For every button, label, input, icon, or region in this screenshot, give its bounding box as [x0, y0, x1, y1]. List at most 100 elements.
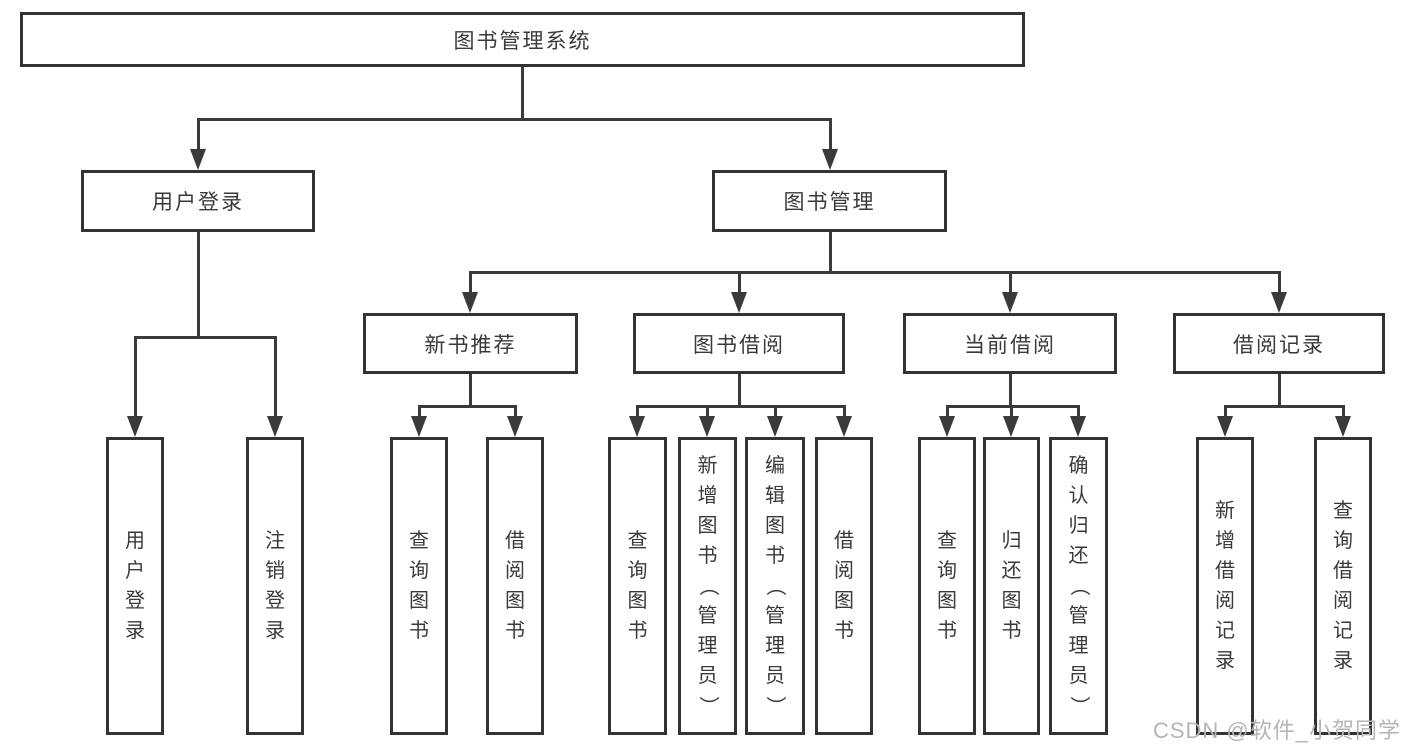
node-label-char: 辑 — [765, 485, 785, 507]
node-label-char: 确 — [1068, 455, 1089, 477]
connector-shaft — [1009, 406, 1013, 418]
connector-shaft — [513, 406, 517, 418]
node-label-char: 户 — [125, 560, 145, 582]
connector-shaft — [773, 406, 777, 418]
node-label-char: （ — [1067, 576, 1090, 596]
node-label-char: 书 — [505, 620, 525, 642]
node-label: 确认归还（管理员） — [1052, 440, 1105, 732]
node-label-char: 阅 — [834, 560, 854, 582]
node-label: 借阅记录 — [1233, 333, 1325, 357]
connector-shaft — [196, 119, 200, 151]
arrowhead-down-icon — [411, 416, 427, 437]
node-label-char: 书 — [937, 620, 957, 642]
node-label-char: 员 — [697, 665, 718, 687]
node-label-char: 管 — [697, 605, 718, 627]
connector-shaft — [1076, 406, 1080, 418]
node-label-char: ） — [696, 696, 719, 716]
connector-shaft — [737, 272, 741, 294]
arrowhead-down-icon — [836, 416, 852, 437]
node-label-char: 图 — [834, 590, 854, 612]
node-book-management-module: 图书管理 — [712, 170, 947, 232]
node-label: 查询图书 — [611, 440, 664, 732]
node-label-char: 管 — [765, 605, 785, 627]
node-label-char: 记 — [1333, 620, 1353, 642]
node-leaf-return-book: 归还图书 — [983, 437, 1040, 735]
node-label: 图书管理 — [783, 191, 876, 214]
connector-stem — [1008, 374, 1012, 406]
node-leaf-borrow-book-borrowing: 借阅图书 — [815, 437, 873, 735]
node-label-char: 理 — [765, 635, 785, 657]
node-label-char: 登 — [125, 590, 145, 612]
connector-stem — [737, 374, 741, 406]
arrowhead-down-icon — [267, 416, 283, 437]
connector-shaft — [828, 119, 832, 151]
connector-shaft — [1008, 272, 1012, 294]
node-label-char: 记 — [1215, 620, 1235, 642]
node-label-char: 图 — [937, 590, 957, 612]
node-leaf-user-login: 用户登录 — [106, 437, 164, 735]
node-label-char: （ — [764, 576, 786, 596]
node-label-char: 书 — [765, 545, 785, 567]
node-label-char: 新 — [697, 455, 718, 477]
connector-branch — [196, 117, 832, 121]
node-leaf-query-book-borrowing: 查询图书 — [608, 437, 667, 735]
node-root: 图书管理系统 — [20, 12, 1025, 67]
node-current-borrowing: 当前借阅 — [903, 313, 1117, 374]
node-label-char: 新 — [1215, 500, 1235, 522]
node-label-char: 登 — [265, 590, 285, 612]
node-label: 借阅图书 — [489, 440, 541, 732]
node-label-char: 归 — [1068, 515, 1089, 537]
node-label-char: 增 — [1215, 530, 1235, 552]
node-label-char: 询 — [937, 560, 957, 582]
node-label-char: 书 — [697, 545, 718, 567]
node-label-char: 编 — [765, 455, 785, 477]
arrowhead-down-icon — [731, 292, 747, 313]
node-label-char: 销 — [265, 560, 285, 582]
node-label-char: 增 — [697, 485, 718, 507]
node-label-char: 还 — [1068, 545, 1089, 567]
connector-shaft — [468, 272, 472, 294]
node-label-char: 图 — [627, 590, 648, 612]
node-label: 用户登录 — [109, 440, 161, 732]
node-label-char: 还 — [1001, 560, 1022, 582]
connector-shaft — [273, 337, 277, 418]
node-leaf-query-borrow-record: 查询借阅记录 — [1314, 437, 1372, 735]
node-label: 归还图书 — [986, 440, 1037, 732]
connector-shaft — [842, 406, 846, 418]
node-label: 图书管理系统 — [453, 29, 592, 53]
node-label-char: 图 — [409, 590, 429, 612]
connector-shaft — [1277, 272, 1281, 294]
connector-shaft — [417, 406, 421, 418]
node-label-char: 录 — [1333, 650, 1353, 672]
node-label: 图书借阅 — [693, 333, 785, 357]
connector-stem — [1277, 374, 1281, 406]
node-label-char: 书 — [1001, 620, 1022, 642]
node-label-char: 查 — [937, 530, 957, 552]
arrowhead-down-icon — [507, 416, 523, 437]
node-leaf-add-book-admin: 新增图书（管理员） — [678, 437, 737, 735]
node-label-char: 用 — [125, 530, 145, 552]
node-label-char: 阅 — [505, 560, 525, 582]
arrowhead-down-icon — [127, 416, 143, 437]
node-label-char: 查 — [627, 530, 648, 552]
node-label-char: 借 — [505, 530, 525, 552]
arrowhead-down-icon — [629, 416, 645, 437]
arrowhead-down-icon — [767, 416, 783, 437]
node-label-char: 阅 — [1333, 590, 1353, 612]
node-label-char: ） — [1067, 696, 1090, 716]
node-label-char: 理 — [1068, 635, 1089, 657]
node-label-char: 认 — [1068, 485, 1089, 507]
node-label-char: 归 — [1001, 530, 1022, 552]
connector-stem — [520, 67, 524, 119]
node-label: 编辑图书（管理员） — [748, 440, 802, 732]
node-label: 当前借阅 — [964, 333, 1056, 357]
node-new-book-recommend: 新书推荐 — [363, 313, 578, 374]
arrowhead-down-icon — [190, 149, 206, 170]
node-label-char: 借 — [1333, 560, 1353, 582]
node-label-char: 查 — [1333, 500, 1353, 522]
connector-branch — [635, 404, 846, 408]
node-label-char: 书 — [409, 620, 429, 642]
node-label: 查询图书 — [921, 440, 973, 732]
node-label: 查询借阅记录 — [1317, 440, 1369, 732]
